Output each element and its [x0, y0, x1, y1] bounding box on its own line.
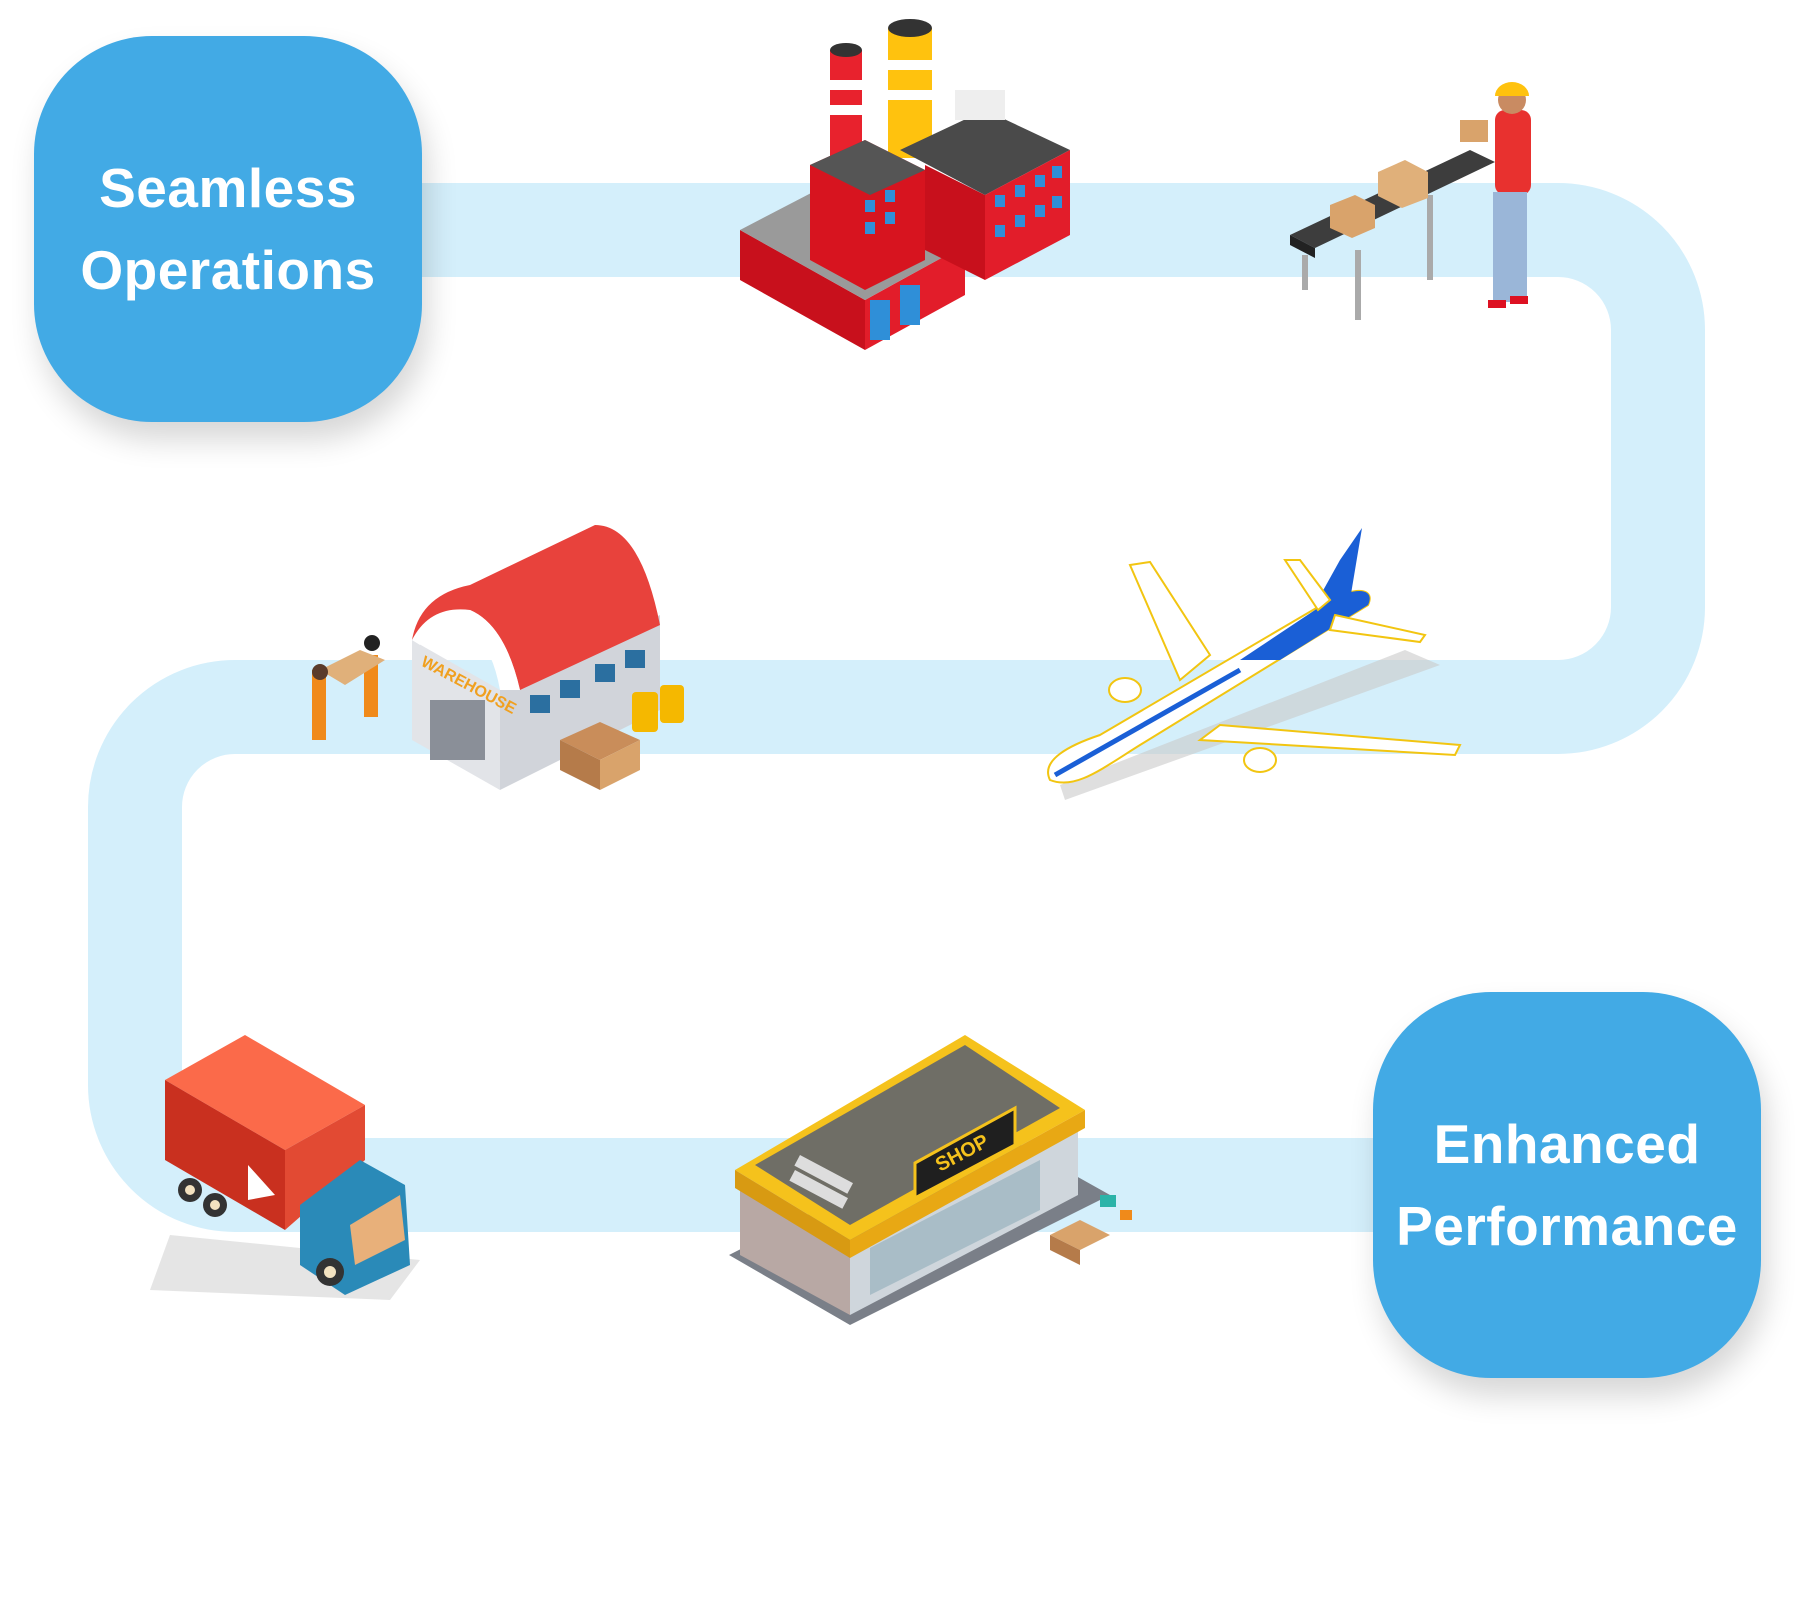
start-label-line2: Operations: [80, 239, 376, 301]
start-label-line1: Seamless: [99, 157, 357, 219]
shop-icon: SHOP: [729, 1035, 1132, 1325]
end-label-line1: Enhanced: [1433, 1113, 1701, 1175]
end-label-line2: Performance: [1396, 1195, 1738, 1257]
warehouse-icon: WAREHOUSE: [312, 525, 684, 790]
factory-icon: [740, 19, 1070, 350]
flow-path: [88, 183, 1705, 1232]
delivery-truck-icon: [150, 1035, 420, 1300]
end-label-box: Enhanced Performance: [1373, 992, 1761, 1378]
airplane-icon: [1047, 528, 1462, 800]
start-label-box: Seamless Operations: [34, 36, 422, 422]
conveyor-worker-icon: [1290, 82, 1531, 320]
